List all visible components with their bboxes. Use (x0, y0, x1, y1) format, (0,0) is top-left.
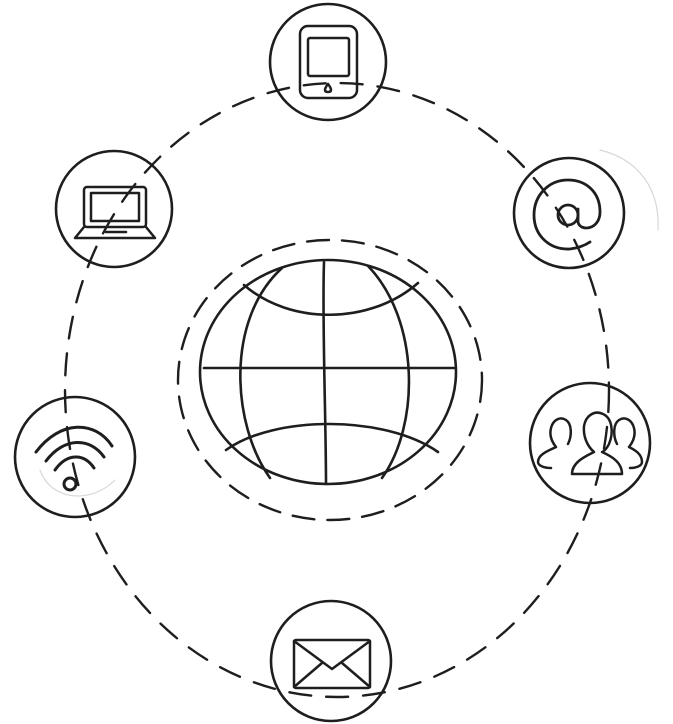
inner-orbit-dashed (176, 238, 484, 522)
sketch-arc (599, 149, 659, 231)
node-email-at (512, 156, 626, 270)
node-tablet (268, 2, 388, 122)
node-mail (269, 599, 393, 723)
users-group-icon (536, 411, 644, 476)
laptop-icon (73, 185, 157, 240)
node-users (528, 381, 652, 505)
outer-orbit-dashed (63, 81, 611, 699)
at-sign-icon (532, 178, 602, 251)
tablet-icon (298, 24, 359, 100)
node-wifi (13, 395, 137, 519)
node-laptop (54, 149, 174, 269)
envelope-icon (292, 638, 372, 690)
wifi-icon (34, 425, 114, 492)
globe-icon (198, 258, 458, 486)
sketch-arc (39, 469, 116, 497)
